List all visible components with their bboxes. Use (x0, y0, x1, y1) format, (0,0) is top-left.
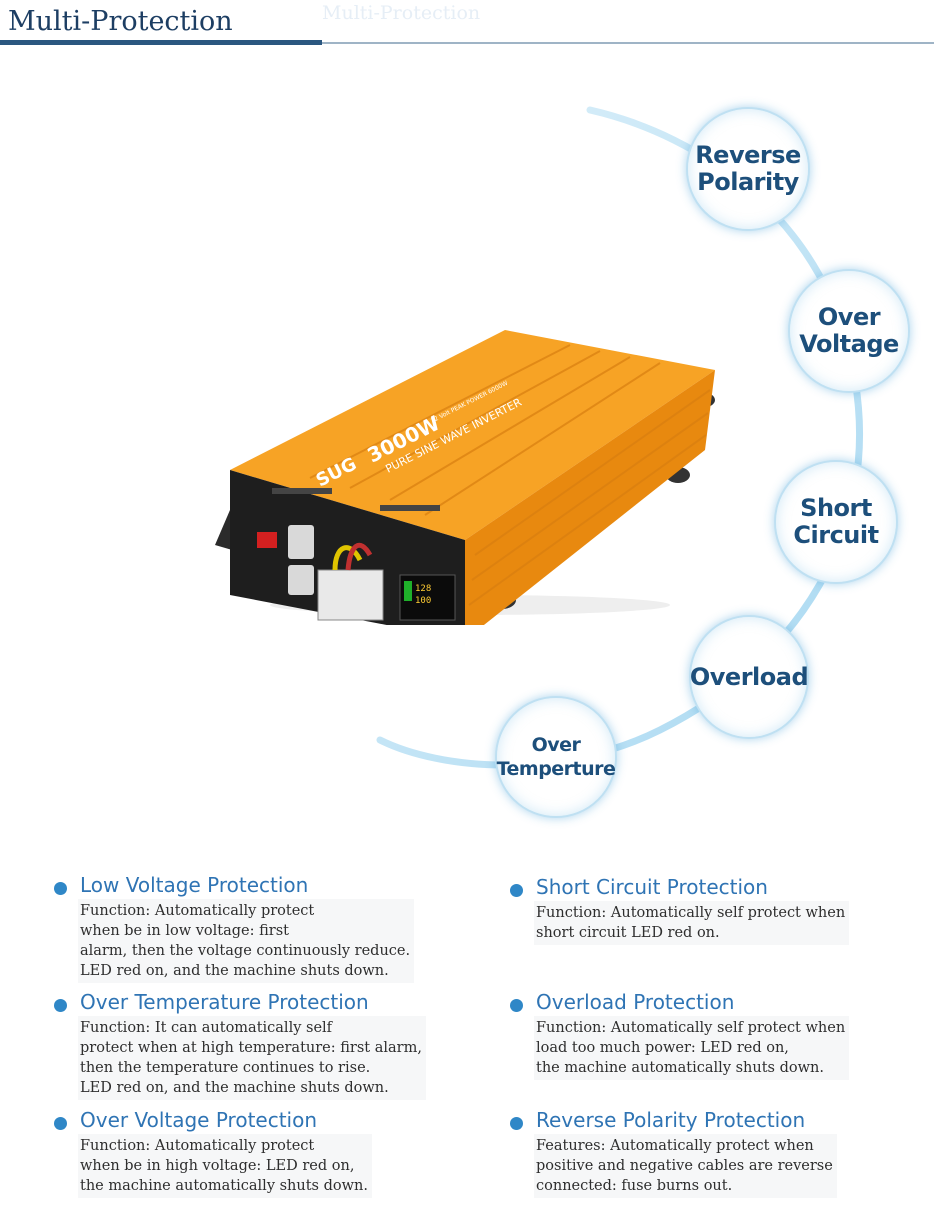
feature-line: the machine automatically shuts down. (536, 1060, 824, 1076)
display-bottom-value: 100 (415, 596, 431, 606)
bullet-dot-icon (510, 1117, 523, 1130)
bullet-dot-icon (510, 999, 523, 1012)
feature-line: Function: It can automatically self (80, 1020, 333, 1036)
feature-title: Short Circuit Protection (536, 875, 768, 899)
bullet-dot-icon (54, 999, 67, 1012)
bullet-dot-icon (510, 884, 523, 897)
feature-line: alarm, then the voltage continuously red… (80, 943, 411, 959)
header-ghost-title: Multi-Protection (322, 2, 481, 24)
feature-line: Function: Automatically protect (80, 903, 315, 919)
feature-line: Function: Automatically protect (80, 1138, 315, 1154)
feature-description: Function: It can automatically self prot… (78, 1016, 426, 1100)
feature-line: LED red on, and the machine shuts down. (80, 1080, 389, 1096)
feature-line: then the temperature continues to rise. (80, 1060, 371, 1076)
feature-line: the machine automatically shuts down. (80, 1178, 368, 1194)
feature-line: Function: Automatically self protect whe… (536, 1020, 846, 1036)
feature-title: Over Temperature Protection (80, 990, 369, 1014)
bubble-over-temperature: Over Temperture (495, 696, 617, 818)
bubble-short-circuit: Short Circuit (774, 460, 898, 584)
feature-line: when be in high voltage: LED red on, (80, 1158, 355, 1174)
bubble-over-voltage: Over Voltage (788, 269, 910, 393)
bubble-label: Short Circuit (793, 494, 879, 549)
feature-line: LED red on, and the machine shuts down. (80, 963, 389, 979)
page-title: Multi-Protection (8, 6, 233, 37)
bullet-dot-icon (54, 882, 67, 895)
inverter-image: 128 100 SUG 3000W PURE SINE WAVE INVERTE… (215, 330, 715, 625)
feature-line: positive and negative cables are reverse (536, 1158, 833, 1174)
bubble-reverse-polarity: Reverse Polarity (686, 107, 810, 231)
feature-line: Features: Automatically protect when (536, 1138, 814, 1154)
bubble-label: Over Voltage (799, 303, 899, 358)
feature-line: short circuit LED red on. (536, 925, 720, 941)
feature-title: Low Voltage Protection (80, 873, 309, 897)
feature-title: Overload Protection (536, 990, 735, 1014)
display-top-value: 128 (415, 584, 431, 594)
feature-title: Over Voltage Protection (80, 1108, 318, 1132)
hero-section: 128 100 SUG 3000W PURE SINE WAVE INVERTE… (0, 50, 949, 870)
feature-line: protect when at high temperature: first … (80, 1040, 422, 1056)
bubble-label: Overload (689, 662, 809, 691)
feature-line: Function: Automatically self protect whe… (536, 905, 846, 921)
bullet-dot-icon (54, 1117, 67, 1130)
page-header: Multi-Protection Multi-Protection (0, 0, 949, 50)
header-underline-light (322, 42, 934, 44)
header-underline-dark (0, 40, 322, 45)
feature-description: Function: Automatically self protect whe… (534, 901, 850, 945)
feature-line: load too much power: LED red on, (536, 1040, 789, 1056)
bubble-label: Over Temperture (496, 734, 616, 780)
feature-description: Features: Automatically protect when pos… (534, 1134, 837, 1198)
feature-line: connected: fuse burns out. (536, 1178, 733, 1194)
feature-description: Function: Automatically self protect whe… (534, 1016, 850, 1080)
feature-description: Function: Automatically protect when be … (78, 1134, 372, 1198)
feature-title: Reverse Polarity Protection (536, 1108, 806, 1132)
bubble-overload: Overload (689, 615, 809, 739)
feature-description: Function: Automatically protect when be … (78, 899, 415, 983)
bubble-label: Reverse Polarity (695, 141, 801, 196)
feature-line: when be in low voltage: first (80, 923, 289, 939)
